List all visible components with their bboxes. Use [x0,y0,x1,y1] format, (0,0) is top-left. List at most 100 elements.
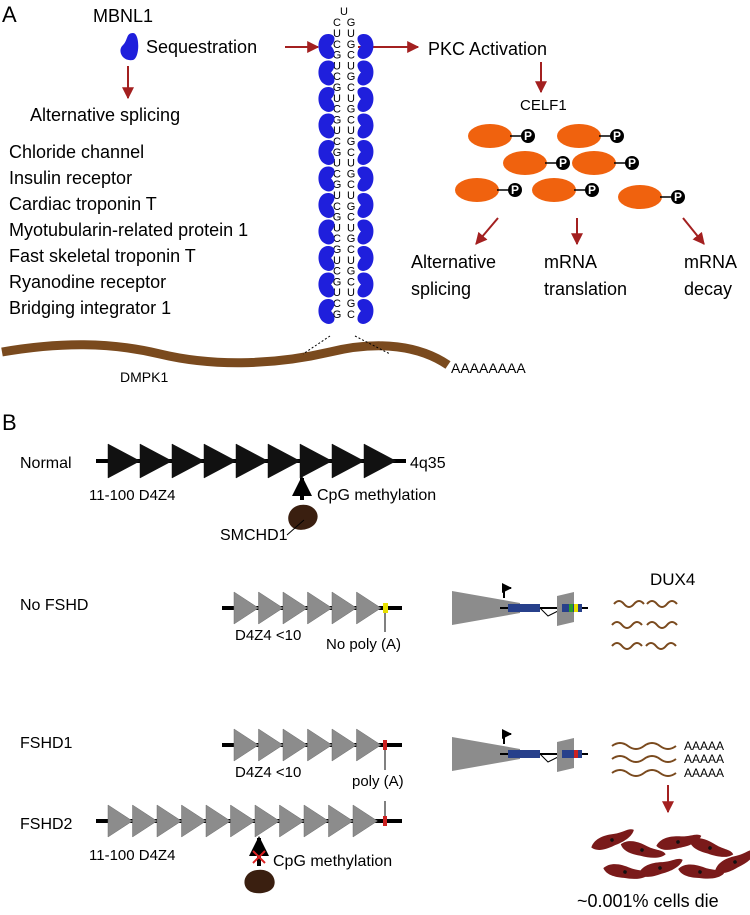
hairpin-nucleotide-left: C [333,266,341,278]
phosphate-label: P [613,129,621,143]
mbnl1-bound-left [318,219,335,245]
celf1-protein-icon [468,124,512,148]
dux4-label: DUX4 [650,570,695,589]
fshd2-label: FSHD2 [20,816,73,833]
celf1-protein-icon [557,124,601,148]
muscle-cell-nucleus [610,838,614,842]
dux4-gene-schematic-nofshd [452,583,588,626]
pkc-activation-label: PKC Activation [428,39,547,59]
hairpin-nucleotide-right: C [347,82,355,94]
hairpin-nucleotide-right: U [347,287,355,299]
hairpin-nucleotide-right: G [347,266,356,278]
hairpin-nucleotide-left: C [333,168,341,180]
dux4-transcript [645,642,677,650]
phosphate-label: P [511,183,519,197]
hairpin-nucleotide-right: U [347,60,355,72]
dmpk1-polya-tail: AAAAAAAA [451,360,526,376]
muscle-cell-icon [689,838,734,857]
hairpin-nucleotide-left: G [333,244,342,256]
dux4-transcript [646,600,678,608]
mbnl1-bound-right [357,86,374,112]
mbnl1-bound-right [357,60,374,86]
d4z4-repeat-unit [230,804,256,838]
d4z4-repeat-unit [331,443,365,479]
hairpin-nucleotide-left: U [333,93,341,105]
outcome-arrow-decay [682,217,705,245]
hairpin-nucleotide-right: U [347,222,355,234]
d4z4-repeat-unit [171,443,205,479]
alternative-splicing-label: Alternative splicing [30,105,180,125]
phosphate-label: P [628,156,636,170]
hairpin-nucleotide-left: C [333,71,341,83]
mbnl1-bound-right [357,139,374,165]
mbnl1-bound-left [318,113,335,139]
phosphate-icon [508,183,522,197]
d4z4-repeat-unit [303,804,329,838]
d4z4-repeat-unit [282,728,308,762]
hairpin-nucleotide-left: G [333,309,342,321]
outcome-splicing-label: splicing [411,279,471,299]
phosphate-label: P [559,156,567,170]
d4z4-repeat-unit [352,804,378,838]
phosphate-icon [625,156,639,170]
target-item: Fast skeletal troponin T [9,246,196,266]
repeat-count-label: 11-100 D4Z4 [89,487,175,504]
dux4-transcript [611,742,677,750]
phosphate-icon [585,183,599,197]
d4z4-lt10-label-1: D4Z4 <10 [235,627,301,644]
exon-1b [532,604,540,612]
mbnl1-bound-right [357,166,374,192]
muscle-cell-icon [656,834,702,850]
hairpin-nucleotide-left: G [333,212,342,224]
hairpin-stem-right-connector [354,335,391,355]
mbnl1-bound-left [318,245,335,271]
target-item: Ryanodine receptor [9,272,166,292]
d4z4-repeat-unit [307,591,333,625]
celf1-protein-icon [532,178,576,202]
dux4-polyadenylated-transcripts [611,742,677,777]
hairpin-nucleotide-left: U [333,158,341,170]
hairpin-nucleotide-right: U [347,125,355,137]
fshd1-label: FSHD1 [20,735,73,752]
dux4-transcript [611,642,643,650]
d4z4-repeat-unit [258,728,284,762]
smchd1-protein-icon [288,504,318,530]
intron-splice [539,607,561,617]
hairpin-nucleotide-right: U [347,158,355,170]
dying-muscle-cells [591,829,750,879]
no-polya-label: No poly (A) [326,636,401,653]
mbnl1-bound-right [357,33,374,59]
hairpin-nucleotide-left: U [333,28,341,40]
panel-b-label: B [2,410,17,435]
polya-site [574,750,578,758]
hairpin-nucleotide-right: C [347,309,355,321]
dux4-transcript [611,755,677,763]
hairpin-nucleotide-right: G [347,104,356,116]
hairpin-nucleotide-right: G [347,233,356,245]
mbnl1-label: MBNL1 [93,6,153,26]
hairpin-nucleotide-right: G [347,136,356,148]
dux4-transcript [611,769,677,777]
d4z4-repeat-unit [235,443,269,479]
exon-1b [532,750,540,758]
hairpin-nucleotide-left: C [333,104,341,116]
exon-marker [569,604,573,612]
mbnl1-bound-right [357,245,374,271]
outcome-decay-label: decay [684,279,732,299]
mbnl1-bound-left [318,60,335,86]
dux4-gene-schematic-fshd [452,729,588,772]
target-item: Myotubularin-related protein 1 [9,220,248,240]
dmpk1-mrna-strand [1,340,451,369]
d4z4-repeat-unit [181,804,207,838]
d4z4-repeat-unit [107,443,141,479]
d4z4-repeat-unit [299,443,333,479]
hairpin-nucleotide-right: G [347,201,356,213]
outcome-mrna-label: mRNA [544,252,597,272]
promoter-wedge [452,737,520,771]
promoter-wedge [452,591,520,625]
muscle-cell-icon [715,849,750,874]
fshd1-d4z4-repeats [233,728,382,762]
fshd2-polya-site-marker [383,816,387,826]
